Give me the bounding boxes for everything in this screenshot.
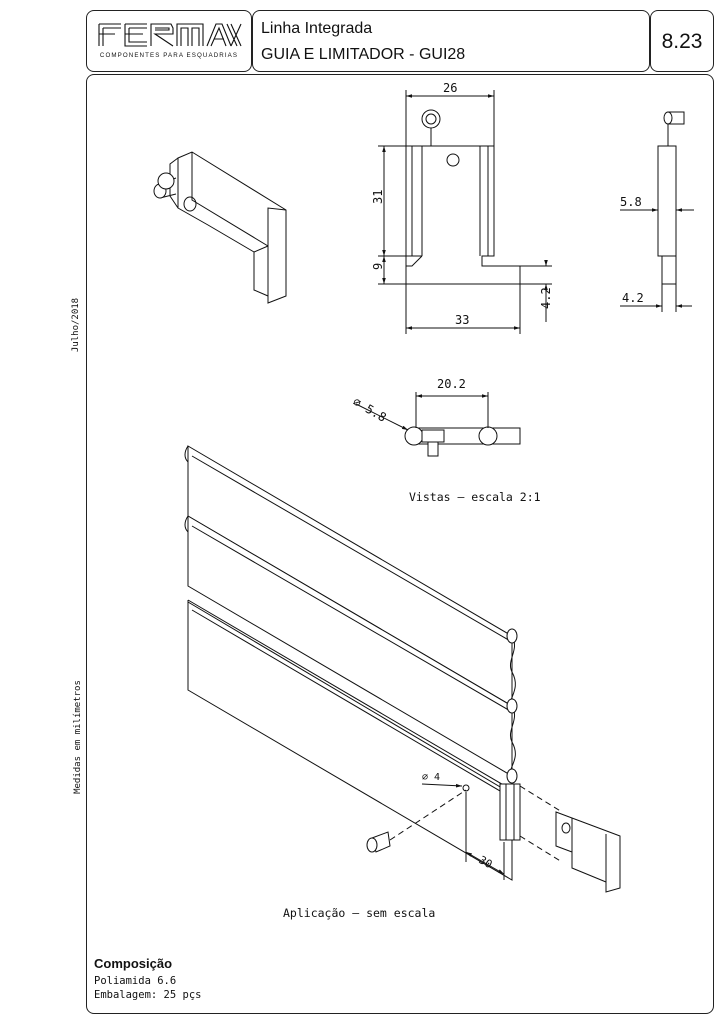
dim-side-base: 4.2	[622, 291, 644, 305]
application-caption: Aplicação – sem escala	[283, 906, 436, 920]
dim-pin-spacing: 20.2	[437, 377, 466, 391]
dim-pin-diameter: ⌀ 5.8	[351, 394, 389, 424]
composition-packaging: Embalagem: 25 pçs	[94, 989, 202, 1001]
dim-screw-diameter: ⌀ 4	[422, 772, 440, 783]
composition-title: Composição	[94, 956, 173, 971]
dim-height-main: 31	[371, 190, 385, 204]
product-title: GUIA E LIMITADOR - GUI28	[261, 46, 466, 63]
dim-side-width: 5.8	[620, 195, 642, 209]
brand-subtitle: COMPONENTES PARA ESQUADRIAS	[99, 52, 239, 59]
side-view	[620, 111, 694, 312]
dim-base-step: 4.2	[539, 287, 553, 309]
views-caption: Vistas – escala 2:1	[409, 490, 541, 504]
brand-logo-box: COMPONENTES PARA ESQUADRIAS	[86, 10, 252, 72]
brand-logo	[98, 23, 242, 47]
sheet-code: 8.23	[661, 30, 703, 53]
pin-detail-view	[355, 392, 521, 457]
sheet-code-box: 8.23	[650, 10, 714, 72]
part-isometric-view	[153, 151, 287, 304]
shutter-slats-view	[184, 445, 621, 893]
title-box: Linha Integrada GUIA E LIMITADOR - GUI28	[252, 10, 650, 72]
dim-width-base: 33	[455, 313, 469, 327]
line-name: Linha Integrada	[261, 20, 373, 37]
composition-material: Poliamida 6.6	[94, 975, 177, 987]
dim-width-top: 26	[443, 81, 457, 95]
dim-height-base: 9	[371, 263, 385, 270]
front-view	[378, 90, 552, 334]
dim-offset: 30	[477, 853, 495, 871]
